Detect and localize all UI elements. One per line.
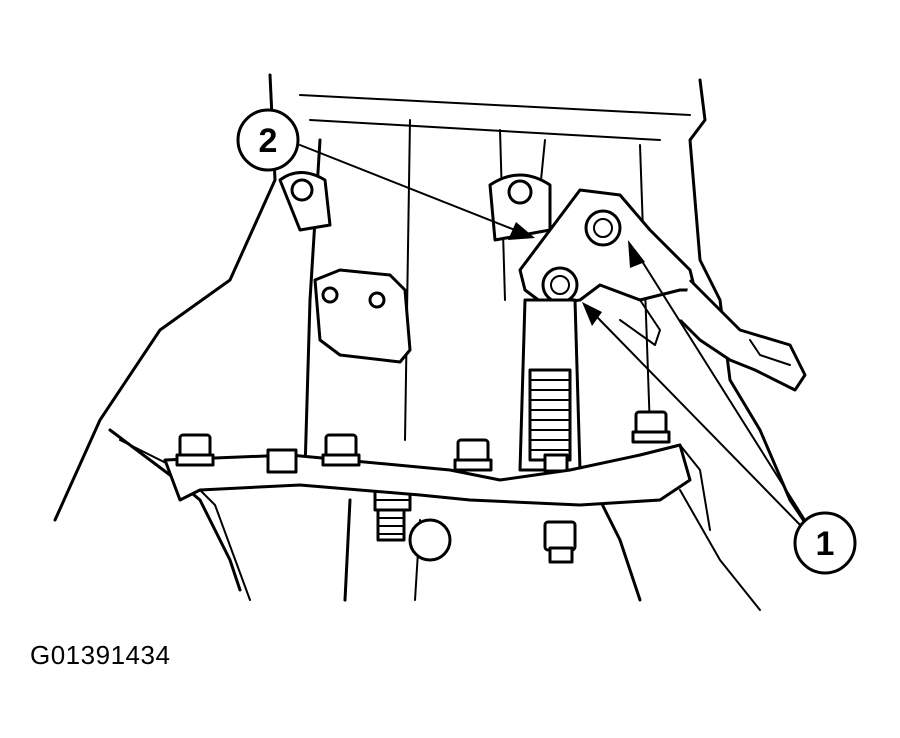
bolt-4: [631, 410, 671, 444]
shift-lever-arm: [678, 278, 807, 392]
flange-bolts: [175, 410, 671, 564]
arrow-to-bracket: [508, 222, 535, 240]
lower-bracket-bolt: [541, 266, 579, 304]
bolt-5: [543, 520, 577, 564]
upper-bracket-bolt: [584, 209, 622, 247]
callout-leaders: [299, 144, 806, 531]
bolt-3: [453, 438, 493, 472]
callout-2: 2: [236, 108, 300, 172]
transmission-housing: [53, 73, 832, 611]
svg-text:2: 2: [259, 122, 278, 160]
lower-flange: [163, 443, 692, 562]
arrow-to-upper-bolt: [628, 240, 645, 268]
left-mounting-lug: [278, 171, 332, 232]
upper-lug: [488, 173, 552, 242]
figure-id: G01391434: [30, 640, 171, 670]
bolt-2: [321, 433, 361, 467]
arrow-to-lower-bolt: [582, 302, 602, 326]
bolt-1: [175, 433, 215, 467]
left-flat-bracket: [313, 268, 412, 364]
callout-1: 1: [793, 511, 857, 575]
svg-text:1: 1: [816, 525, 835, 563]
center-threaded-stud: [518, 298, 582, 473]
